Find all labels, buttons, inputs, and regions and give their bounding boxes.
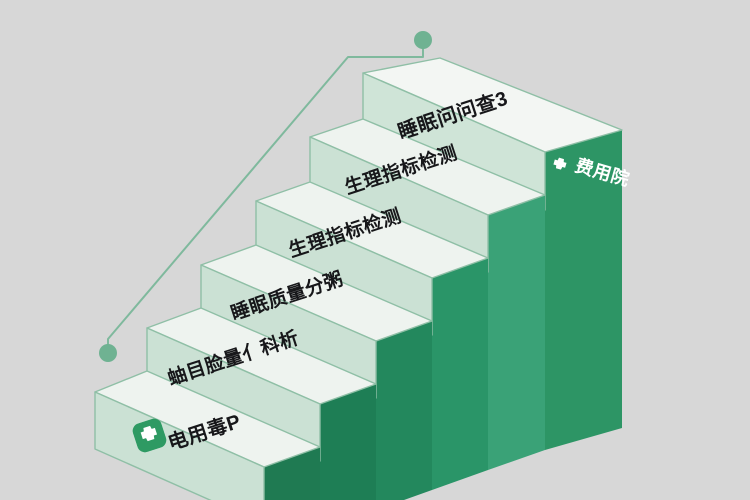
connector-path: [107, 45, 424, 354]
step-5-side-face: [488, 195, 545, 470]
step-3-side-face: [376, 321, 432, 500]
step-4-side-face: [432, 258, 488, 490]
connector-dot-bottom[interactable]: [99, 344, 117, 362]
connector-dots: [99, 31, 432, 362]
step-1-side-face: [264, 447, 320, 500]
connector-dot-top[interactable]: [414, 31, 432, 49]
step-5[interactable]: [309, 118, 546, 470]
step-6-side-face: [545, 130, 622, 450]
step-2-side-face: [320, 384, 376, 500]
